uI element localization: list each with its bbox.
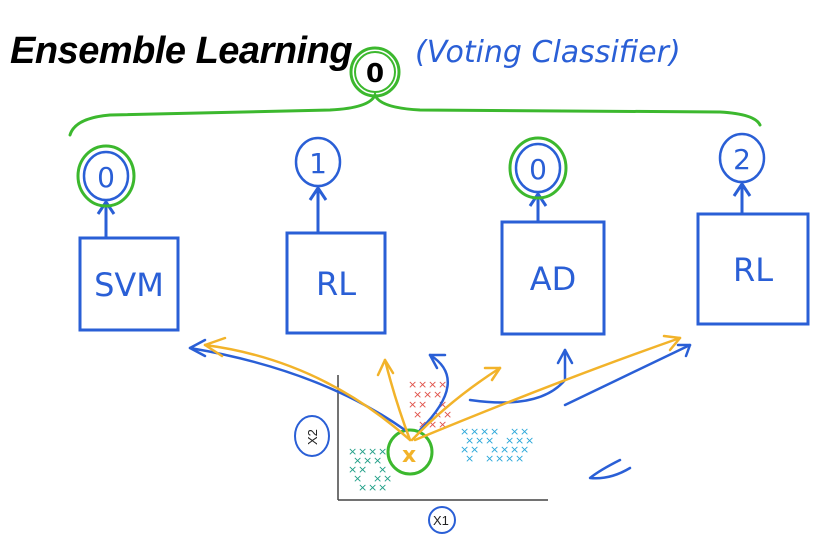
red-point: × bbox=[438, 398, 447, 411]
teal-point: × bbox=[353, 454, 362, 467]
model-box bbox=[500, 220, 606, 336]
cyan-point: × bbox=[460, 443, 469, 456]
final-output-node: 0 bbox=[349, 46, 401, 98]
red-point: × bbox=[413, 388, 422, 401]
input-arrows bbox=[188, 334, 692, 480]
teal-point: × bbox=[383, 472, 392, 485]
scatter-plot: ××××××××××××××××××××××××××××××××××××××××… bbox=[337, 375, 548, 501]
red-point: × bbox=[428, 418, 437, 431]
teal-point: × bbox=[378, 463, 387, 476]
teal-point: × bbox=[358, 445, 367, 458]
red-point: × bbox=[433, 388, 442, 401]
cyan-point: × bbox=[500, 443, 509, 456]
red-point: × bbox=[423, 388, 432, 401]
models-group: SVM 0RL 1AD 0RL 2 bbox=[76, 132, 810, 336]
query-point-mark: x bbox=[402, 443, 416, 468]
red-point: × bbox=[418, 378, 427, 391]
cyan-point: × bbox=[520, 425, 529, 438]
combine-brace bbox=[68, 90, 762, 137]
model-label: RL bbox=[733, 251, 773, 289]
cyan-point: × bbox=[470, 425, 479, 438]
model-prediction: 0 bbox=[97, 161, 115, 194]
x-axis-label-group: X1 bbox=[428, 506, 456, 534]
cyan-point: × bbox=[515, 434, 524, 447]
prediction-circle bbox=[294, 136, 342, 188]
teal-point: × bbox=[358, 463, 367, 476]
model-box bbox=[696, 212, 810, 326]
teal-point: × bbox=[348, 463, 357, 476]
teal-point: × bbox=[368, 481, 377, 494]
model-node-2: RL 1 bbox=[285, 136, 387, 335]
teal-point: × bbox=[378, 481, 387, 494]
teal-point: × bbox=[378, 445, 387, 458]
cyan-point: × bbox=[475, 434, 484, 447]
model-node-1: SVM 0 bbox=[76, 144, 180, 332]
model-prediction: 2 bbox=[733, 143, 751, 176]
cyan-point: × bbox=[510, 443, 519, 456]
cyan-point: × bbox=[505, 452, 514, 465]
model-box bbox=[285, 231, 387, 335]
teal-point: × bbox=[363, 454, 372, 467]
red-point: × bbox=[438, 418, 447, 431]
red-point: × bbox=[428, 378, 437, 391]
teal-point: × bbox=[353, 472, 362, 485]
model-label: AD bbox=[530, 260, 577, 298]
teal-point: × bbox=[348, 445, 357, 458]
cyan-point: × bbox=[505, 434, 514, 447]
cyan-point: × bbox=[480, 425, 489, 438]
model-prediction: 0 bbox=[529, 153, 547, 186]
model-label: SVM bbox=[94, 266, 164, 304]
prediction-circle bbox=[82, 150, 130, 202]
cyan-point: × bbox=[520, 443, 529, 456]
model-label: RL bbox=[316, 265, 356, 303]
winning-vote-circle bbox=[508, 136, 568, 200]
teal-point: × bbox=[368, 445, 377, 458]
red-point: × bbox=[443, 408, 452, 421]
cyan-point: × bbox=[490, 443, 499, 456]
model-node-3: AD 0 bbox=[500, 136, 606, 336]
cyan-point: × bbox=[485, 452, 494, 465]
prediction-circle bbox=[718, 132, 766, 184]
subtitle: (Voting Classifier) bbox=[415, 35, 681, 70]
y-axis-label: X2 bbox=[305, 429, 320, 445]
red-point: × bbox=[408, 378, 417, 391]
cyan-point: × bbox=[525, 434, 534, 447]
query-point: x bbox=[386, 428, 434, 476]
winning-vote-circle bbox=[76, 144, 136, 208]
page-title: Ensemble Learning bbox=[10, 30, 353, 72]
cyan-point: × bbox=[495, 452, 504, 465]
model-box bbox=[78, 236, 180, 332]
model-node-4: RL 2 bbox=[696, 132, 810, 326]
cyan-point: × bbox=[460, 425, 469, 438]
model-prediction: 1 bbox=[309, 147, 327, 180]
red-point: × bbox=[438, 378, 447, 391]
cyan-point: × bbox=[515, 452, 524, 465]
red-point: × bbox=[418, 418, 427, 431]
cyan-point: × bbox=[490, 425, 499, 438]
red-point: × bbox=[408, 398, 417, 411]
red-point: × bbox=[413, 408, 422, 421]
x-axis-label: X1 bbox=[433, 513, 449, 528]
y-axis-label-group: X2 bbox=[294, 415, 330, 457]
teal-point: × bbox=[373, 454, 382, 467]
red-point: × bbox=[418, 398, 427, 411]
cyan-point: × bbox=[465, 434, 474, 447]
scatter-points: ××××××××××××××××××××××××××××××××××××××××… bbox=[348, 378, 534, 494]
cyan-point: × bbox=[510, 425, 519, 438]
cyan-point: × bbox=[470, 443, 479, 456]
teal-point: × bbox=[373, 472, 382, 485]
prediction-circle bbox=[514, 142, 562, 194]
cyan-point: × bbox=[465, 452, 474, 465]
final-prediction: 0 bbox=[366, 59, 384, 89]
cyan-point: × bbox=[485, 434, 494, 447]
teal-point: × bbox=[358, 481, 367, 494]
